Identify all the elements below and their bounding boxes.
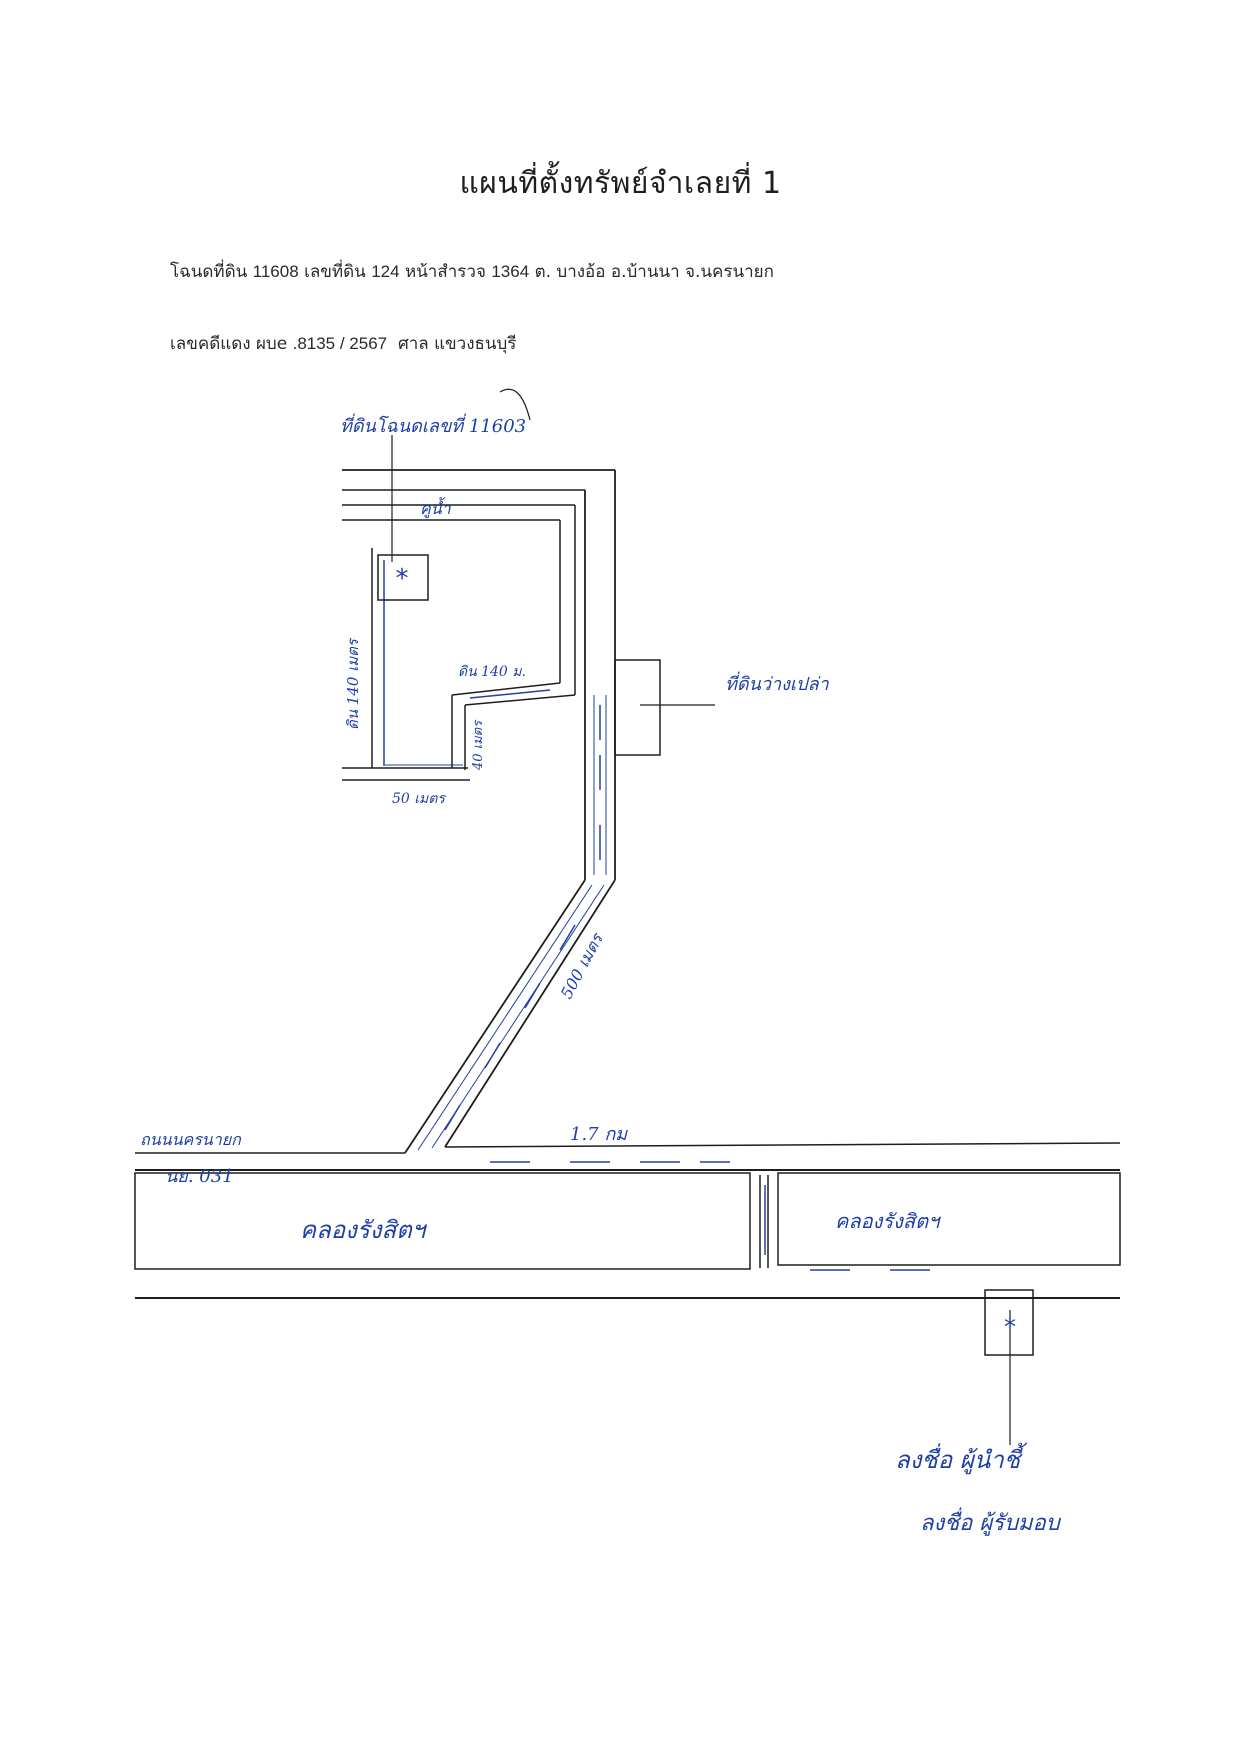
survey-number: 1364	[491, 262, 530, 281]
case-info-line: เลขคดีแดง ผบe .8135 / 2567 ศาล แขวงธนบุร…	[170, 330, 516, 357]
canal-left	[134, 1172, 751, 1270]
road-140-label: ดิน 140 ม.	[458, 664, 526, 680]
canal-right	[777, 1172, 1121, 1266]
canal-left-label: คลองรังสิตฯ	[300, 1216, 428, 1244]
court-name: ศาล แขวงธนบุรี	[397, 334, 517, 354]
vertical-access-road	[584, 470, 616, 880]
bottom-50-label: 50 เมตร	[392, 791, 446, 807]
top-note-label: ที่ดินโฉนดเลขที่ 11603	[340, 413, 526, 437]
case-label: เลขคดีแดง ผบe	[170, 334, 288, 354]
deed-number: 11608	[252, 262, 299, 281]
left-140-label: ดิน 140 เมตร	[344, 637, 362, 730]
land-number: 124	[371, 262, 400, 281]
signature-1: ลงชื่อ ผู้นำชี้	[895, 1442, 1028, 1475]
page-title: แผนที่ตั้งทรัพย์จำเลยที่ 1	[459, 166, 782, 201]
route-arrows	[444, 689, 930, 1271]
reference-marker-icon: *	[1004, 1313, 1016, 1341]
survey-label: หน้าสำรวจ	[404, 262, 486, 282]
ditch-road	[342, 469, 615, 695]
reference-marker-box: *	[984, 1289, 1034, 1445]
right-land-label: ที่ดินว่างเปล่า	[725, 671, 829, 695]
deed-info-line: โฉนดที่ดิน 11608 เลขที่ดิน 124 หน้าสำรวจ…	[170, 258, 774, 285]
canal-right-label: คลองรังสิตฯ	[835, 1209, 941, 1233]
property-marker-icon: *	[396, 564, 409, 594]
diag-500-label: 500 เมตร	[557, 928, 608, 1001]
ditch-label: คูน้ำ	[420, 497, 452, 519]
main-road	[135, 1142, 1121, 1299]
road-name-label: ถนนนครนายก	[140, 1130, 242, 1149]
signature-2: ลงชื่อ ผู้รับมอบ	[920, 1507, 1062, 1536]
deed-label: โฉนดที่ดิน	[170, 262, 248, 282]
road-code-label: นย. 031	[165, 1166, 234, 1187]
land-no-label: เลขที่ดิน	[304, 262, 366, 282]
location-text: ต. บางอ้อ อ.บ้านนา จ.นครนายก	[534, 262, 774, 282]
distance-label: 1.7 กม	[570, 1124, 628, 1145]
short-40-label: 40 เมตร	[471, 719, 486, 771]
property-plot: *	[342, 548, 576, 781]
diagonal-access-road	[404, 879, 616, 1154]
case-number: .8135 / 2567	[292, 334, 388, 353]
right-land-box	[614, 659, 715, 756]
